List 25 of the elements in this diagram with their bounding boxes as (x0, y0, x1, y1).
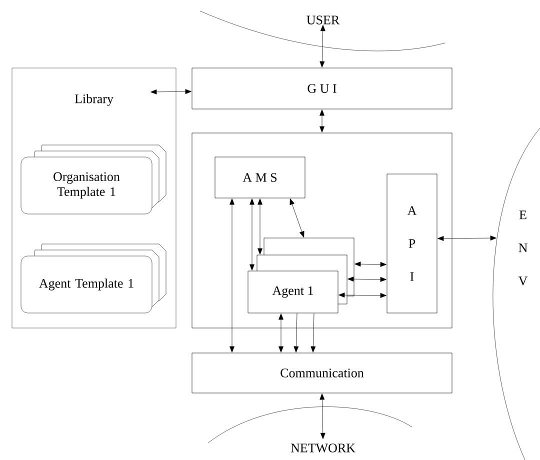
arrow (338, 292, 386, 298)
arrow (258, 198, 262, 254)
arrow (320, 394, 326, 440)
ams-box: A M S (214, 156, 306, 198)
communication-box: Communication (192, 352, 452, 394)
arrow (320, 24, 326, 68)
arrow (348, 276, 386, 282)
arrow (230, 198, 234, 352)
arrow (438, 236, 496, 241)
api-box: A P I (386, 174, 438, 314)
arrow (250, 198, 254, 270)
arrow (150, 89, 192, 94)
arrow (310, 313, 316, 352)
boundary-label: USER (306, 16, 340, 24)
boundary-label: E N V (518, 210, 528, 286)
arrow (278, 314, 284, 352)
template-stack: Organisation Template 1 (20, 144, 166, 214)
arrow (294, 313, 299, 352)
boundary-label: NETWORK (290, 444, 356, 452)
gui-box: G U I (192, 68, 452, 110)
agent-box: Agent 1 (248, 270, 338, 314)
template-stack: Agent Template 1 (20, 244, 166, 314)
arrow (320, 110, 324, 132)
arrow (290, 198, 304, 238)
arrow (354, 262, 386, 267)
